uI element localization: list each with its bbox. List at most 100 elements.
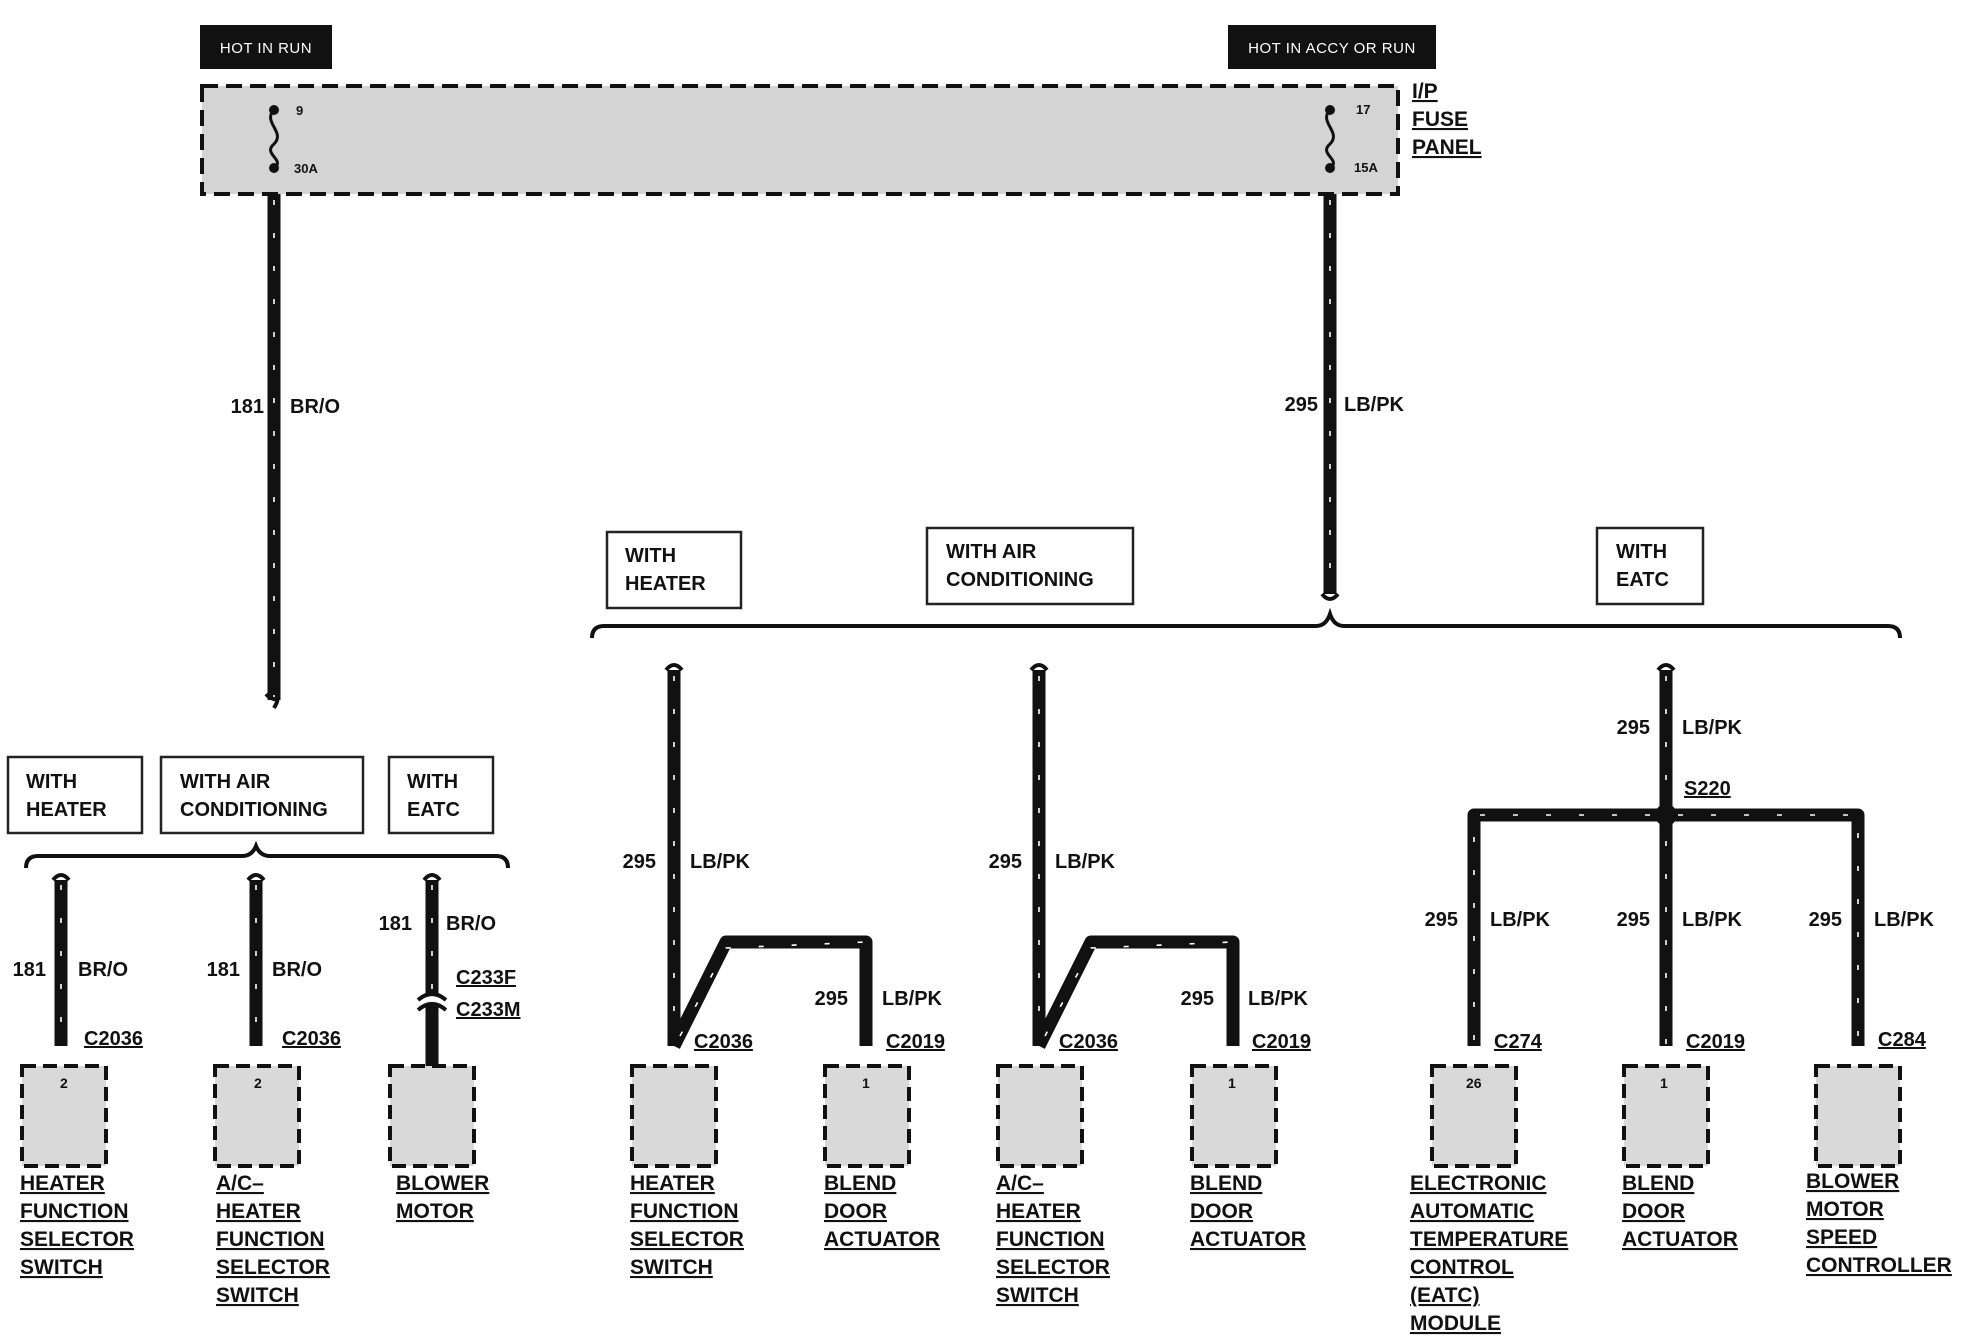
label-eatc-module-5: (EATC) (1410, 1284, 1480, 1307)
label-heater-switch-left-4: SWITCH (20, 1256, 103, 1279)
wire-295-blend-ac-number: 295 (1181, 988, 1214, 1010)
fuse-9-icon (269, 105, 279, 173)
connector-c2036-heater-left: C2036 (84, 1028, 143, 1050)
option-with-heater-right-line2: HEATER (625, 573, 706, 595)
option-box-with-heater-right: WITH HEATER (605, 530, 743, 610)
label-ac-switch-left-5: SWITCH (216, 1284, 299, 1307)
option-box-with-eatc-left: WITH EATC (387, 755, 495, 835)
pin-ac-switch-left: 2 (254, 1075, 262, 1091)
component-eatc-module: 26 ELECTRONIC AUTOMATIC TEMPERATURE CONT… (1410, 1064, 1568, 1335)
wire-295-eatc-feed-number: 295 (1617, 717, 1650, 739)
component-blend-door-actuator-eatc: 1 BLEND DOOR ACTUATOR (1622, 1064, 1738, 1251)
label-eatc-module-1: ELECTRONIC (1410, 1172, 1547, 1195)
option-brace-left (24, 840, 510, 869)
component-heater-function-selector-switch-right: HEATER FUNCTION SELECTOR SWITCH (630, 1064, 744, 1279)
label-heater-switch-right-1: HEATER (630, 1172, 715, 1195)
component-blower-motor-speed-controller: BLOWER MOTOR SPEED CONTROLLER (1806, 1064, 1952, 1277)
wire-295-eatc-group (1467, 670, 1865, 1046)
option-box-with-eatc-right: WITH EATC (1595, 526, 1705, 606)
label-blend-door-heater-2: DOOR (824, 1200, 887, 1223)
option-box-with-heater-left: WITH HEATER (6, 755, 144, 835)
label-speed-controller-3: SPEED (1806, 1226, 1877, 1249)
option-with-eatc-left-line2: EATC (407, 799, 460, 821)
option-with-heater-left-line1: WITH (26, 771, 77, 793)
fuse-panel-title-3: PANEL (1412, 136, 1482, 159)
label-eatc-module-4: CONTROL (1410, 1256, 1514, 1279)
wire-295-blend-ac-color: LB/PK (1248, 988, 1309, 1010)
wire-181-ac-color: BR/O (272, 959, 322, 981)
wire-181-main (264, 194, 281, 709)
label-heater-switch-right-3: SELECTOR (630, 1228, 744, 1251)
option-with-eatc-left-line1: WITH (407, 771, 458, 793)
label-eatc-module-2: AUTOMATIC (1410, 1200, 1534, 1223)
connector-c233f: C233F (456, 967, 516, 989)
wire-295-ac-color: LB/PK (1055, 851, 1116, 873)
label-heater-switch-right-4: SWITCH (630, 1256, 713, 1279)
label-blower-motor-2: MOTOR (396, 1200, 474, 1223)
connector-c2019-eatc: C2019 (1686, 1031, 1745, 1053)
wire-295-eatc-speed-number: 295 (1809, 909, 1842, 931)
wire-181-blower-color: BR/O (446, 913, 496, 935)
wire-295-eatc-blend-color: LB/PK (1682, 909, 1743, 931)
label-blend-door-ac-2: DOOR (1190, 1200, 1253, 1223)
option-with-air-right-line2: CONDITIONING (946, 569, 1094, 591)
option-with-air-left-line2: CONDITIONING (180, 799, 328, 821)
header-hot-in-accy-label: HOT IN ACCY OR RUN (1248, 40, 1416, 57)
option-brace-right (590, 607, 1902, 639)
wire-181-ac-number: 181 (207, 959, 240, 981)
label-blend-door-heater-3: ACTUATOR (824, 1228, 940, 1251)
label-ac-switch-left-1: A/C– (216, 1172, 264, 1195)
header-hot-in-run: HOT IN RUN (200, 25, 332, 69)
label-blend-door-ac-3: ACTUATOR (1190, 1228, 1306, 1251)
wire-295-eatc-module-number: 295 (1425, 909, 1458, 931)
connector-c2019-ac: C2019 (1252, 1031, 1311, 1053)
label-ac-switch-right-2: HEATER (996, 1200, 1081, 1223)
label-blend-door-ac-1: BLEND (1190, 1172, 1262, 1195)
fuse-right-rating: 15A (1354, 160, 1378, 175)
label-blend-door-heater-1: BLEND (824, 1172, 896, 1195)
connector-c2036-ac-left: C2036 (282, 1028, 341, 1050)
header-hot-in-run-label: HOT IN RUN (220, 40, 312, 57)
label-heater-switch-left-1: HEATER (20, 1172, 105, 1195)
label-eatc-module-3: TEMPERATURE (1410, 1228, 1568, 1251)
connector-c274: C274 (1494, 1031, 1543, 1053)
wire-295-heater-number: 295 (623, 851, 656, 873)
option-with-eatc-right-line1: WITH (1616, 541, 1667, 563)
splice-s220-icon (1655, 804, 1677, 826)
component-blend-door-actuator-heater: 1 BLEND DOOR ACTUATOR (823, 1064, 940, 1251)
wire-295-eatc-speed-color: LB/PK (1874, 909, 1935, 931)
wire-181-heater-number: 181 (13, 959, 46, 981)
wire-295-eatc-feed-color: LB/PK (1682, 717, 1743, 739)
label-speed-controller-2: MOTOR (1806, 1198, 1884, 1221)
wire-181-heater-color: BR/O (78, 959, 128, 981)
wire-295-blend-heater-number: 295 (815, 988, 848, 1010)
pin-blend-door-heater: 1 (862, 1075, 870, 1091)
fuse-left-number: 9 (296, 103, 303, 118)
label-ac-switch-right-3: FUNCTION (996, 1228, 1105, 1251)
wire-181-main-color: BR/O (290, 396, 340, 418)
wire-295-eatc-blend-number: 295 (1617, 909, 1650, 931)
component-ac-heater-function-selector-switch-left: 2 A/C– HEATER FUNCTION SELECTOR SWITCH (213, 1064, 330, 1307)
label-ac-switch-left-4: SELECTOR (216, 1256, 330, 1279)
wire-181-blower-motor (416, 880, 448, 1066)
option-with-air-right-line1: WITH AIR (946, 541, 1037, 563)
option-box-with-air-left: WITH AIR CONDITIONING (159, 755, 365, 835)
component-ac-heater-function-selector-switch-right: A/C– HEATER FUNCTION SELECTOR SWITCH (996, 1064, 1110, 1307)
splice-s220-label: S220 (1684, 778, 1731, 800)
label-ac-switch-left-2: HEATER (216, 1200, 301, 1223)
option-box-with-air-right: WITH AIR CONDITIONING (925, 526, 1135, 606)
label-ac-switch-right-1: A/C– (996, 1172, 1044, 1195)
fuse-17-icon (1325, 105, 1335, 173)
wire-181-main-number: 181 (231, 396, 264, 418)
fuse-left-rating: 30A (294, 161, 318, 176)
wire-295-eatc-module-color: LB/PK (1490, 909, 1551, 931)
wire-295-ac-group (1032, 670, 1240, 1049)
label-blend-door-eatc-1: BLEND (1622, 1172, 1694, 1195)
label-ac-switch-right-4: SELECTOR (996, 1256, 1110, 1279)
fuse-right-number: 17 (1356, 102, 1370, 117)
component-blend-door-actuator-ac: 1 BLEND DOOR ACTUATOR (1190, 1064, 1306, 1251)
connector-c233m: C233M (456, 999, 520, 1021)
label-blower-motor-1: BLOWER (396, 1172, 489, 1195)
connector-c2036-ac-right: C2036 (1059, 1031, 1118, 1053)
wire-295-heater-color: LB/PK (690, 851, 751, 873)
